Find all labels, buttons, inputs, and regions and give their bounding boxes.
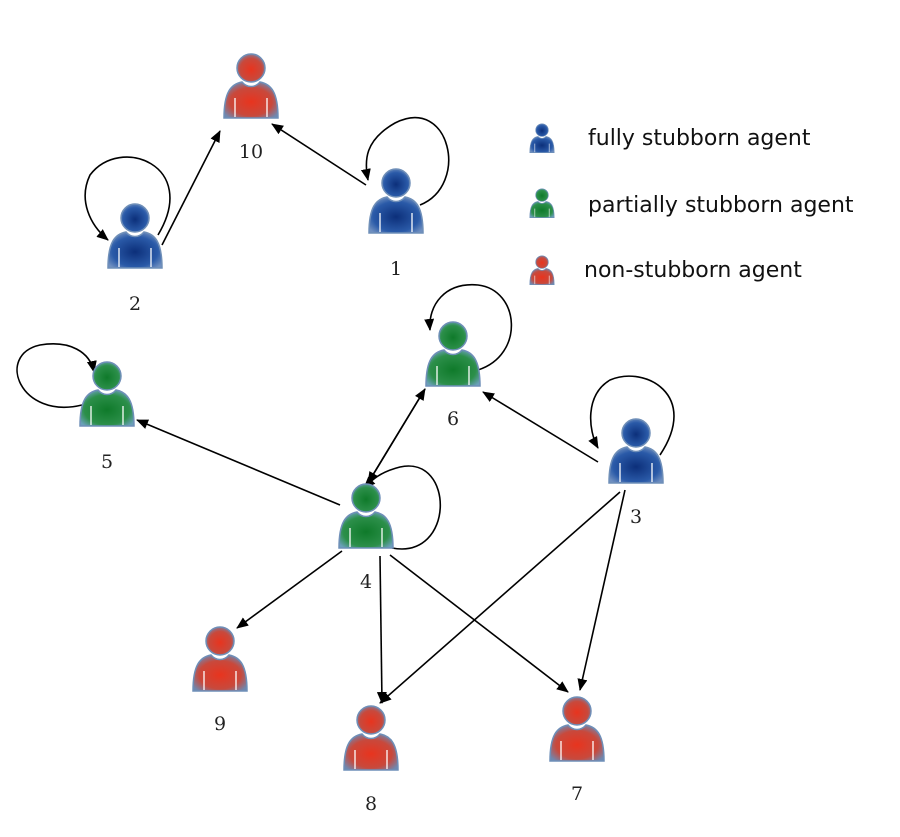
nodes-layer: 1 2 3 4 5 6 7 8 9 10	[79, 53, 664, 815]
agent-1-icon	[368, 168, 424, 234]
agent-4-icon	[338, 483, 394, 549]
self-loop-4	[363, 465, 442, 550]
agent-8-icon	[343, 705, 399, 771]
self-loops-layer	[16, 116, 675, 550]
self-loop-2	[84, 156, 171, 241]
agent-5-label: 5	[101, 451, 113, 473]
edge-4-to-9	[236, 550, 343, 629]
legend-partially-person-icon	[529, 188, 555, 218]
legend-partially-stubborn-label: partially stubborn agent	[588, 193, 854, 218]
edge-1-to-10	[271, 123, 367, 186]
agent-2-icon	[107, 203, 163, 269]
self-loop-1	[360, 116, 450, 206]
edge-3-to-6	[482, 391, 599, 463]
legend-non-stubborn-icon	[529, 255, 555, 285]
agent-1-label: 1	[390, 258, 402, 280]
self-loop-5	[16, 343, 97, 408]
agent-6-icon	[425, 321, 481, 387]
legend-partially-stubborn-icon	[529, 188, 555, 218]
edge-6-to-4	[367, 388, 426, 484]
agent-4-label: 4	[360, 571, 372, 593]
agent-8-label: 8	[365, 793, 377, 815]
agent-10-label: 10	[239, 141, 263, 163]
edge-3-to-7	[577, 489, 626, 691]
agent-3-label: 3	[630, 506, 642, 528]
agent-7-label: 7	[571, 783, 583, 805]
legend-fully-person-icon	[529, 123, 555, 153]
edge-2-to-10	[161, 130, 221, 246]
edge-4-to-7	[389, 554, 569, 693]
agent-2-label: 2	[129, 293, 141, 315]
edges-layer	[136, 123, 626, 704]
agent-10-icon	[223, 53, 279, 119]
agent-3-icon	[608, 418, 664, 484]
agent-7-icon	[549, 696, 605, 762]
agent-5-icon	[79, 361, 135, 427]
legend-fully-stubborn-icon	[529, 123, 555, 153]
self-loop-6	[424, 284, 513, 371]
legend-non-person-icon	[529, 255, 555, 285]
edge-3-to-8	[379, 491, 621, 704]
agent-9-label: 9	[214, 713, 226, 735]
legend: fully stubborn agent partially stubborn …	[529, 123, 854, 285]
legend-non-stubborn-label: non-stubborn agent	[584, 258, 802, 283]
agent-6-label: 6	[447, 408, 459, 430]
self-loop-3	[588, 375, 675, 456]
legend-fully-stubborn-label: fully stubborn agent	[588, 126, 811, 151]
agent-9-icon	[192, 626, 248, 692]
edge-4-to-5	[136, 419, 341, 506]
edge-4-to-8	[376, 555, 387, 704]
